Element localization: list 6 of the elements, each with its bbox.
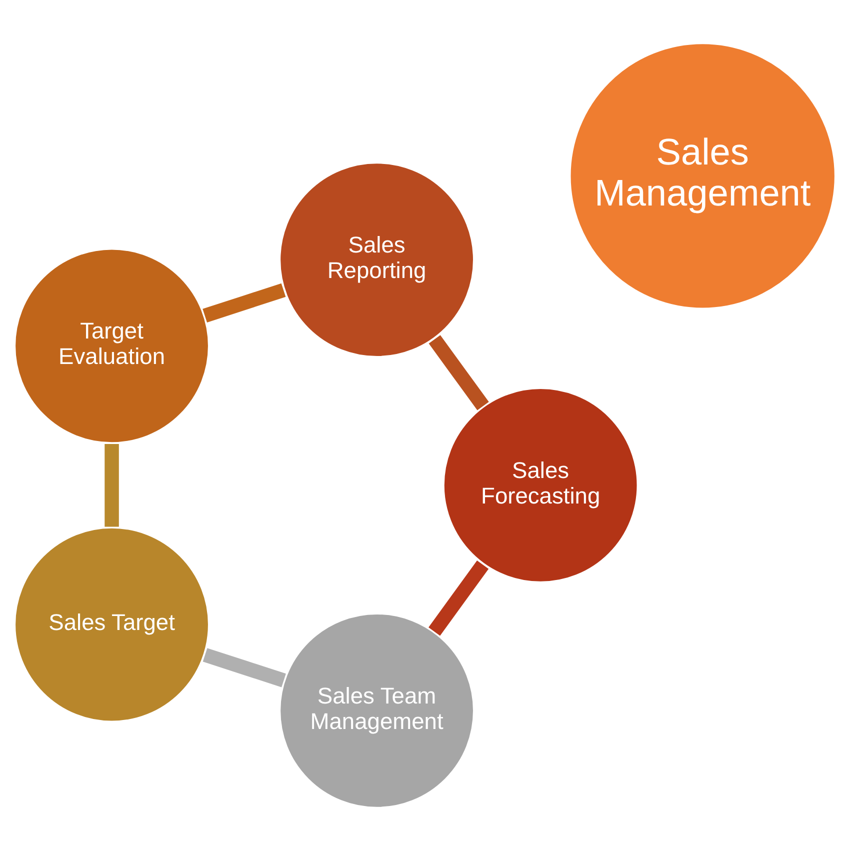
connector: [104, 444, 119, 526]
node-circle: Sales Target: [12, 525, 211, 724]
connector: [202, 648, 286, 687]
connector: [428, 334, 489, 410]
connector: [202, 282, 286, 322]
connector: [428, 560, 489, 636]
